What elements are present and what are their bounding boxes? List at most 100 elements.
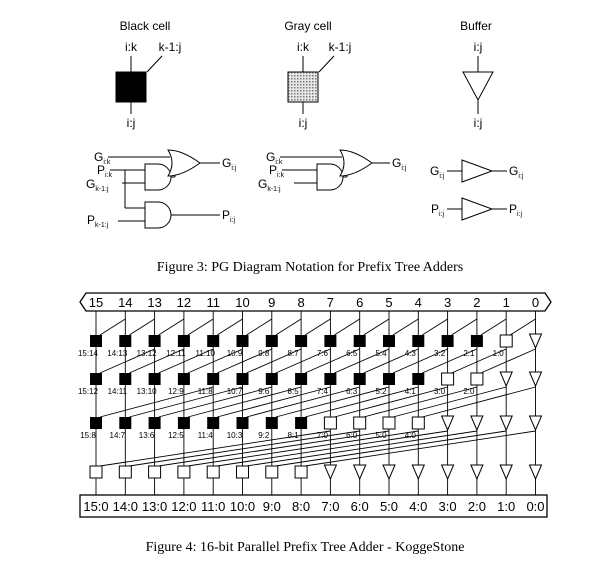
input-bit-label: 4 <box>415 295 422 310</box>
input-bit-label: 9 <box>268 295 275 310</box>
prefix-range-label: 5:2 <box>375 387 387 396</box>
input-bit-label: 6 <box>356 295 363 310</box>
buffer-cell <box>470 464 484 481</box>
buffer-cell <box>528 464 543 481</box>
output-bit-label: 6:0 <box>351 499 369 514</box>
black-cell-out-label: i:j <box>127 116 136 130</box>
gray-cell-title: Gray cell <box>284 19 331 33</box>
svg-text:Pi:j: Pi:j <box>509 202 523 218</box>
svg-text:Gi:j: Gi:j <box>509 164 524 180</box>
black-cell <box>148 373 161 385</box>
prefix-range-label: 7:0 <box>317 431 329 440</box>
black-cell <box>353 335 366 347</box>
prefix-range-label: 12:11 <box>166 349 186 358</box>
prefix-range-label: 9:8 <box>258 349 270 358</box>
black-cell <box>119 335 132 347</box>
black-cell <box>265 335 278 347</box>
black-cell <box>383 373 395 385</box>
buffer-cell <box>528 371 543 388</box>
black-cell <box>353 373 366 385</box>
black-cell <box>412 335 425 347</box>
input-bit-label: 8 <box>297 295 304 310</box>
buffer-cell <box>411 464 426 481</box>
black-cell <box>90 373 102 385</box>
prefix-range-label: 6:5 <box>346 349 358 358</box>
input-bit-label: 11 <box>206 295 220 310</box>
prefix-range-label: 8:7 <box>288 349 300 358</box>
prefix-range-label: 14:11 <box>108 387 128 396</box>
output-bus <box>79 494 548 518</box>
gray-cell <box>323 416 337 430</box>
gray-cell-out-label: i:j <box>299 116 308 130</box>
prefix-range-label: 2:1 <box>463 349 475 358</box>
black-cell <box>295 335 308 347</box>
prefix-range-label: 10:3 <box>227 431 243 440</box>
output-bit-label: 10:0 <box>230 499 255 514</box>
output-bit-label: 1:0 <box>497 499 515 514</box>
black-cell <box>295 417 308 429</box>
output-bit-label: 11:0 <box>201 499 225 514</box>
input-bit-label: 14 <box>118 295 132 310</box>
gray-cell <box>382 416 396 430</box>
black-cell <box>119 417 132 429</box>
input-bit-label: 0 <box>532 295 539 310</box>
gray-cell <box>236 465 249 479</box>
input-bit-label: 5 <box>385 295 392 310</box>
black-cell <box>236 335 249 347</box>
figure-3-caption: Figure 3: PG Diagram Notation for Prefix… <box>157 260 463 275</box>
black-cell <box>119 373 132 385</box>
black-cell <box>265 417 278 429</box>
output-bit-label: 3:0 <box>439 499 457 514</box>
black-cell-symbol <box>115 71 147 103</box>
prefix-range-label: 13:10 <box>137 387 158 396</box>
prefix-range-label: 2:0 <box>463 387 475 396</box>
svg-text:Pi:k: Pi:k <box>269 163 285 179</box>
output-bit-label: 13:0 <box>142 499 167 514</box>
svg-text:Gi:j: Gi:j <box>430 164 445 180</box>
black-cell <box>236 417 249 429</box>
gray-cell-in-right-label: k-1:j <box>329 40 352 54</box>
figure-4-caption: Figure 4: 16-bit Parallel Prefix Tree Ad… <box>146 540 465 555</box>
output-bit-label: 12:0 <box>171 499 196 514</box>
output-bit-label: 8:0 <box>292 499 310 514</box>
prefix-range-label: 7:4 <box>317 387 329 396</box>
buffer-cell <box>352 464 367 481</box>
buffer-cell <box>528 333 543 350</box>
black-cell <box>148 335 161 347</box>
prefix-range-label: 9:2 <box>258 431 270 440</box>
gray-cell-symbol <box>287 71 319 103</box>
buffer-cell <box>470 415 484 432</box>
black-cell <box>90 417 102 429</box>
buffer-cell <box>323 464 338 481</box>
prefix-range-label: 8:5 <box>288 387 300 396</box>
gray-cell <box>411 416 425 430</box>
svg-text:Pi:j: Pi:j <box>222 208 236 224</box>
prefix-range-label: 10:7 <box>227 387 243 396</box>
buffer-cell <box>528 415 543 432</box>
black-cell <box>90 335 102 347</box>
input-bit-label: 3 <box>444 295 451 310</box>
black-cell-logic: Gi:k Pi:k Gk-1:j Pk-1:j Gi:j Pi:j <box>86 149 237 229</box>
output-bit-label: 14:0 <box>113 499 138 514</box>
gray-cell <box>177 465 191 479</box>
black-cell <box>324 335 337 347</box>
svg-text:Gi:j: Gi:j <box>222 156 237 172</box>
prefix-range-label: 6:0 <box>346 431 358 440</box>
prefix-range-label: 7:6 <box>317 349 329 358</box>
svg-text:Gk-1:j: Gk-1:j <box>258 177 281 193</box>
gray-cell <box>499 334 513 348</box>
output-bit-label: 7:0 <box>321 499 339 514</box>
buffer-cell <box>499 371 513 388</box>
black-cell-in-left-label: i:k <box>125 40 138 54</box>
black-cell <box>236 373 249 385</box>
black-cell <box>207 417 220 429</box>
svg-text:Gk-1:j: Gk-1:j <box>86 177 109 193</box>
buffer-cell <box>440 464 455 481</box>
gray-cell <box>294 465 308 479</box>
output-bit-label: 2:0 <box>468 499 486 514</box>
svg-text:Pi:k: Pi:k <box>97 163 113 179</box>
black-cell <box>383 335 395 347</box>
input-bit-label: 13 <box>147 295 161 310</box>
prefix-range-label: 14:13 <box>107 349 128 358</box>
